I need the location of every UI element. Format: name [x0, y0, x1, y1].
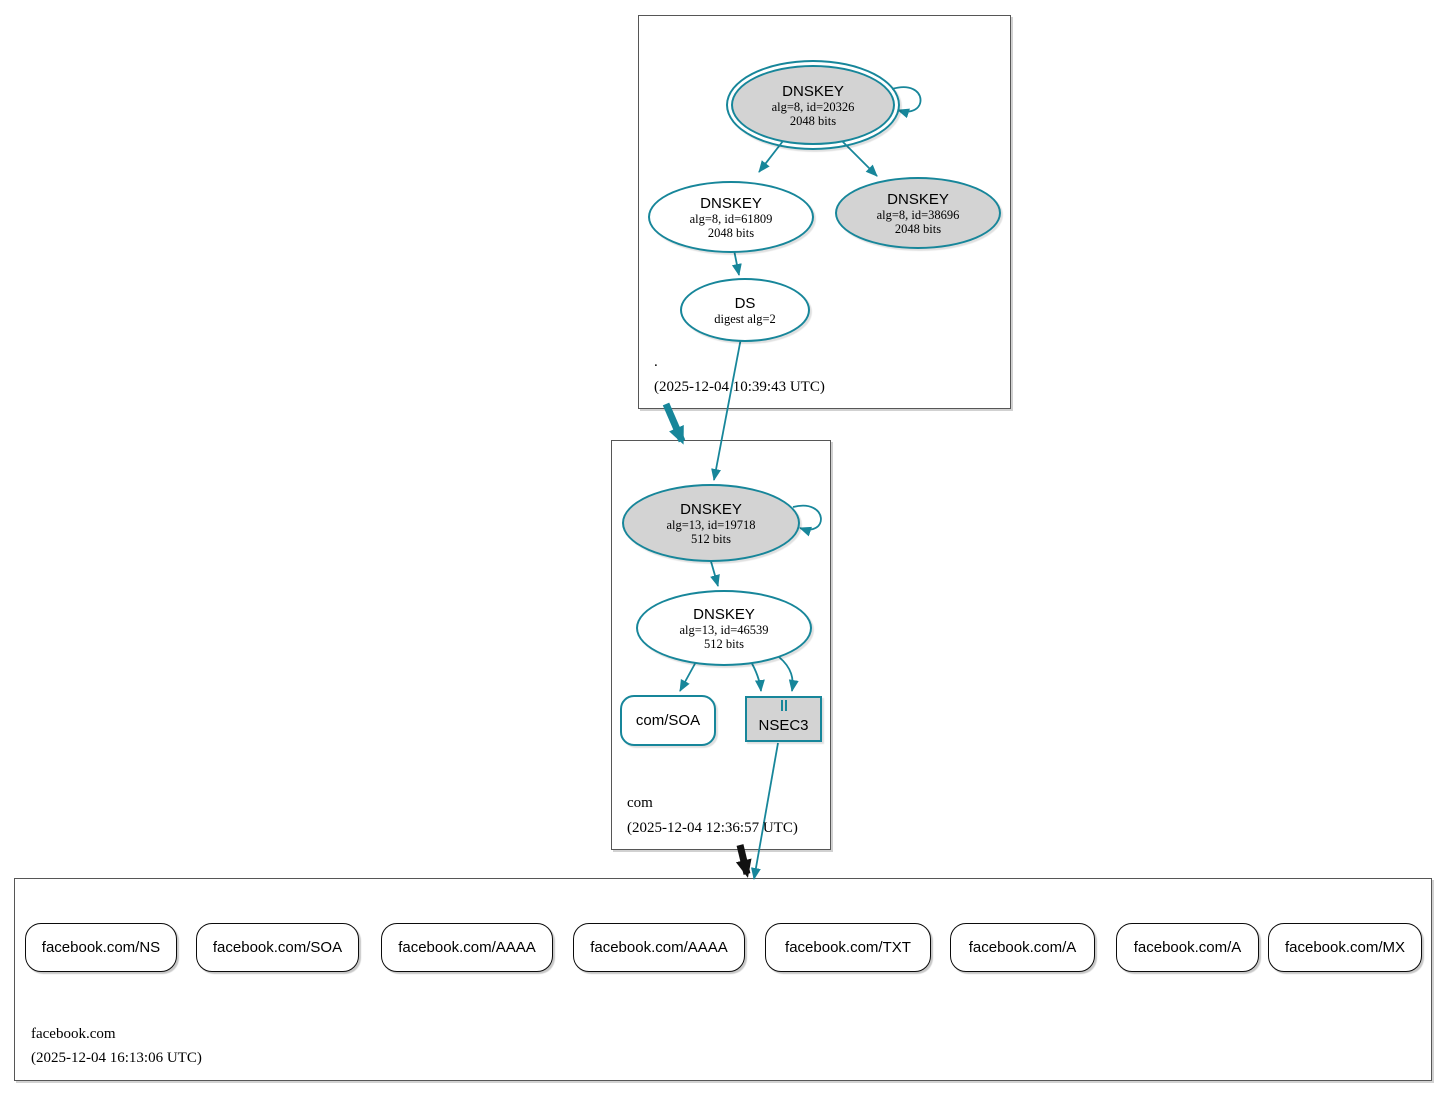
node-dnskey-20326-inner: DNSKEY alg=8, id=20326 2048 bits: [731, 65, 895, 145]
node-detail: alg=13, id=19718: [666, 517, 756, 532]
edge-delegation-root-to-com: [662, 402, 686, 445]
node-dnskey-20326[interactable]: DNSKEY alg=8, id=20326 2048 bits: [726, 60, 900, 150]
edge-ds-to-com-ksk: [711, 337, 742, 481]
record-label: facebook.com/AAAA: [398, 939, 536, 956]
record-facebook-mx[interactable]: facebook.com/MX: [1268, 923, 1422, 972]
nsec3-record-cell: [780, 700, 783, 711]
edge-root-ksk-selfloop: [891, 86, 922, 119]
zone-timestamp-root: (2025-12-04 10:39:43 UTC): [654, 379, 825, 395]
node-title: DNSKEY: [680, 500, 742, 518]
zone-box-root: [638, 15, 1011, 409]
zone-label-com: com: [627, 795, 653, 811]
edge-com-ksk-to-zsk: [709, 557, 720, 587]
record-label: facebook.com/AAAA: [590, 939, 728, 956]
record-label: facebook.com/MX: [1284, 939, 1406, 956]
edge-root-ksk-to-ksk2: [841, 140, 878, 177]
node-detail: 2048 bits: [707, 225, 755, 240]
node-ds-root[interactable]: DS digest alg=2: [680, 278, 810, 342]
record-label: facebook.com/A: [968, 939, 1077, 956]
record-label: facebook.com/TXT: [785, 939, 911, 956]
node-detail: alg=8, id=38696: [876, 207, 960, 222]
record-label: facebook.com/NS: [41, 939, 161, 956]
zone-timestamp-com: (2025-12-04 12:36:57 UTC): [627, 820, 798, 836]
record-facebook-a-2[interactable]: facebook.com/A: [1116, 923, 1259, 972]
node-title: DNSKEY: [693, 605, 755, 623]
record-label: facebook.com/A: [1133, 939, 1242, 956]
nsec3-record-cells: [780, 700, 787, 711]
node-title: DNSKEY: [887, 190, 949, 208]
record-facebook-ns[interactable]: facebook.com/NS: [25, 923, 177, 972]
node-title: DS: [734, 294, 756, 312]
zone-label-facebook: facebook.com: [31, 1026, 116, 1042]
zone-label-root: .: [654, 354, 658, 370]
record-label: facebook.com/SOA: [212, 939, 343, 956]
zone-box-facebook: [14, 878, 1432, 1081]
node-dnskey-46539[interactable]: DNSKEY alg=13, id=46539 512 bits: [636, 590, 812, 666]
edge-root-zsk-to-ds: [731, 249, 742, 276]
edge-com-zsk-to-nsec3-right: [778, 656, 799, 692]
node-nsec3[interactable]: NSEC3: [745, 696, 822, 742]
node-detail: 2048 bits: [894, 221, 942, 236]
record-facebook-txt[interactable]: facebook.com/TXT: [765, 923, 931, 972]
edge-delegation-com-to-facebook: [735, 844, 752, 878]
node-detail: digest alg=2: [714, 311, 776, 326]
node-dnskey-61809[interactable]: DNSKEY alg=8, id=61809 2048 bits: [648, 181, 814, 253]
record-facebook-aaaa-1[interactable]: facebook.com/AAAA: [381, 923, 553, 972]
node-detail: alg=13, id=46539: [679, 622, 769, 637]
record-facebook-soa[interactable]: facebook.com/SOA: [196, 923, 359, 972]
node-detail: 2048 bits: [789, 113, 837, 128]
node-detail: 512 bits: [704, 636, 744, 651]
node-com-soa[interactable]: com/SOA: [620, 695, 716, 746]
node-dnskey-19718[interactable]: DNSKEY alg=13, id=19718 512 bits: [622, 484, 800, 562]
node-label: com/SOA: [635, 712, 701, 729]
node-title: DNSKEY: [782, 82, 844, 100]
record-facebook-a-1[interactable]: facebook.com/A: [950, 923, 1095, 972]
node-dnskey-38696[interactable]: DNSKEY alg=8, id=38696 2048 bits: [835, 177, 1001, 249]
node-label: NSEC3: [758, 716, 809, 734]
nsec3-record-cell: [784, 700, 787, 711]
node-detail: alg=8, id=20326: [771, 99, 855, 114]
edge-nsec3-to-facebook: [750, 742, 779, 880]
node-title: DNSKEY: [700, 194, 762, 212]
edge-com-zsk-to-nsec3-left: [749, 659, 765, 692]
zone-timestamp-facebook: (2025-12-04 16:13:06 UTC): [31, 1050, 202, 1066]
edge-com-ksk-selfloop: [792, 504, 822, 537]
node-detail: 512 bits: [691, 531, 731, 546]
edge-com-zsk-to-soa: [679, 659, 698, 692]
record-facebook-aaaa-2[interactable]: facebook.com/AAAA: [573, 923, 745, 972]
node-detail: alg=8, id=61809: [689, 211, 773, 226]
